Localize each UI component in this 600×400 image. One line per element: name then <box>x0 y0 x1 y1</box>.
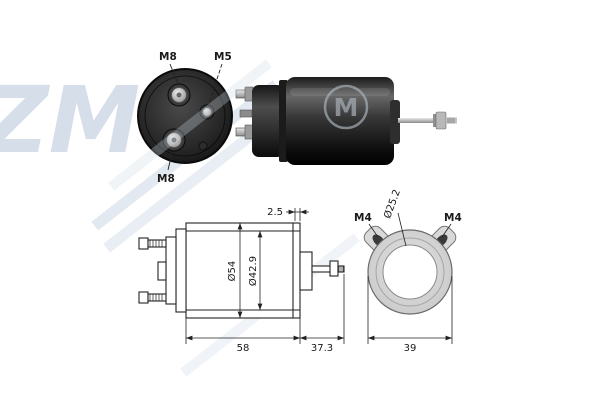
m5-stud-metal <box>202 107 212 117</box>
rear-view: M4 M4 Ø25.2 39 <box>354 188 462 354</box>
solenoid-flange <box>279 80 288 162</box>
rod-threads <box>447 117 455 124</box>
product-photo: M <box>235 77 457 165</box>
rod-nut <box>435 111 447 130</box>
side-middle-boss <box>157 261 167 281</box>
side-view <box>138 222 345 319</box>
label-m8-top: M8 <box>159 51 177 63</box>
m8-stud-bottom-center <box>171 137 177 143</box>
leader-line <box>368 223 379 238</box>
leader-line <box>441 223 452 238</box>
m8-stud-top-center <box>176 92 182 98</box>
rod-thread-tip <box>446 117 457 124</box>
side-view-dimensions: 2.5 Ø54 Ø42.9 58 37.3 <box>185 207 345 354</box>
side-stud-shank-bottom <box>147 293 167 302</box>
dim-step-label: 2.5 <box>267 207 283 218</box>
dim-outer-diameter-label: Ø54 <box>226 261 238 282</box>
side-stud-threads-bottom <box>149 294 163 301</box>
side-left-step <box>165 236 177 305</box>
rear-view-dimensions <box>367 276 453 344</box>
leader-line <box>397 212 407 247</box>
rod-washer <box>433 114 436 127</box>
rivet <box>198 141 208 151</box>
side-stud-head-bottom <box>138 291 149 304</box>
body-logo-ring <box>323 84 369 130</box>
side-rod <box>311 265 333 273</box>
side-stud-shank-top <box>147 239 167 248</box>
label-m4-left: M4 <box>354 212 372 224</box>
dim-inner-diameter-label: Ø42.9 <box>247 256 259 286</box>
label-m8-bottom: M8 <box>157 173 175 185</box>
plunger-rod <box>398 118 456 123</box>
side-rod-nut <box>329 260 339 277</box>
watermark-stripe <box>103 102 292 253</box>
small-terminal <box>239 109 253 118</box>
front-face <box>137 68 233 164</box>
label-m5: M5 <box>214 51 232 63</box>
leader-line <box>167 152 173 171</box>
terminal-nut <box>244 124 254 140</box>
solenoid-cap <box>252 85 284 157</box>
solenoid-body <box>286 77 394 165</box>
leader-line <box>169 63 179 85</box>
rear-bore <box>382 244 438 300</box>
side-stud-head-top <box>138 237 149 250</box>
side-left-flange <box>175 228 187 313</box>
label-m4-right: M4 <box>444 212 462 224</box>
dim-bore-diameter-label: Ø25.2 <box>381 188 403 220</box>
dim-rod-length-label: 37.3 <box>311 343 333 354</box>
body-logo-letter: M <box>334 93 359 122</box>
side-stud-threads-top <box>149 240 163 247</box>
side-right-boss <box>299 251 313 291</box>
dim-body-length-label: 58 <box>237 343 250 354</box>
side-rod-tip-threads <box>338 266 344 272</box>
watermark-stripe-overlay <box>108 59 272 191</box>
body-highlight <box>290 88 390 96</box>
front-face-ring <box>144 75 226 157</box>
terminal-nut <box>244 86 254 102</box>
rear-ring <box>375 237 445 307</box>
side-body-outline <box>185 222 301 319</box>
watermark-brand-text: ZM <box>0 67 140 174</box>
rod-collar <box>390 100 400 144</box>
front-view: M8 M5 M8 <box>108 51 272 191</box>
leader-line <box>208 63 223 104</box>
dim-width-label: 39 <box>404 343 417 354</box>
